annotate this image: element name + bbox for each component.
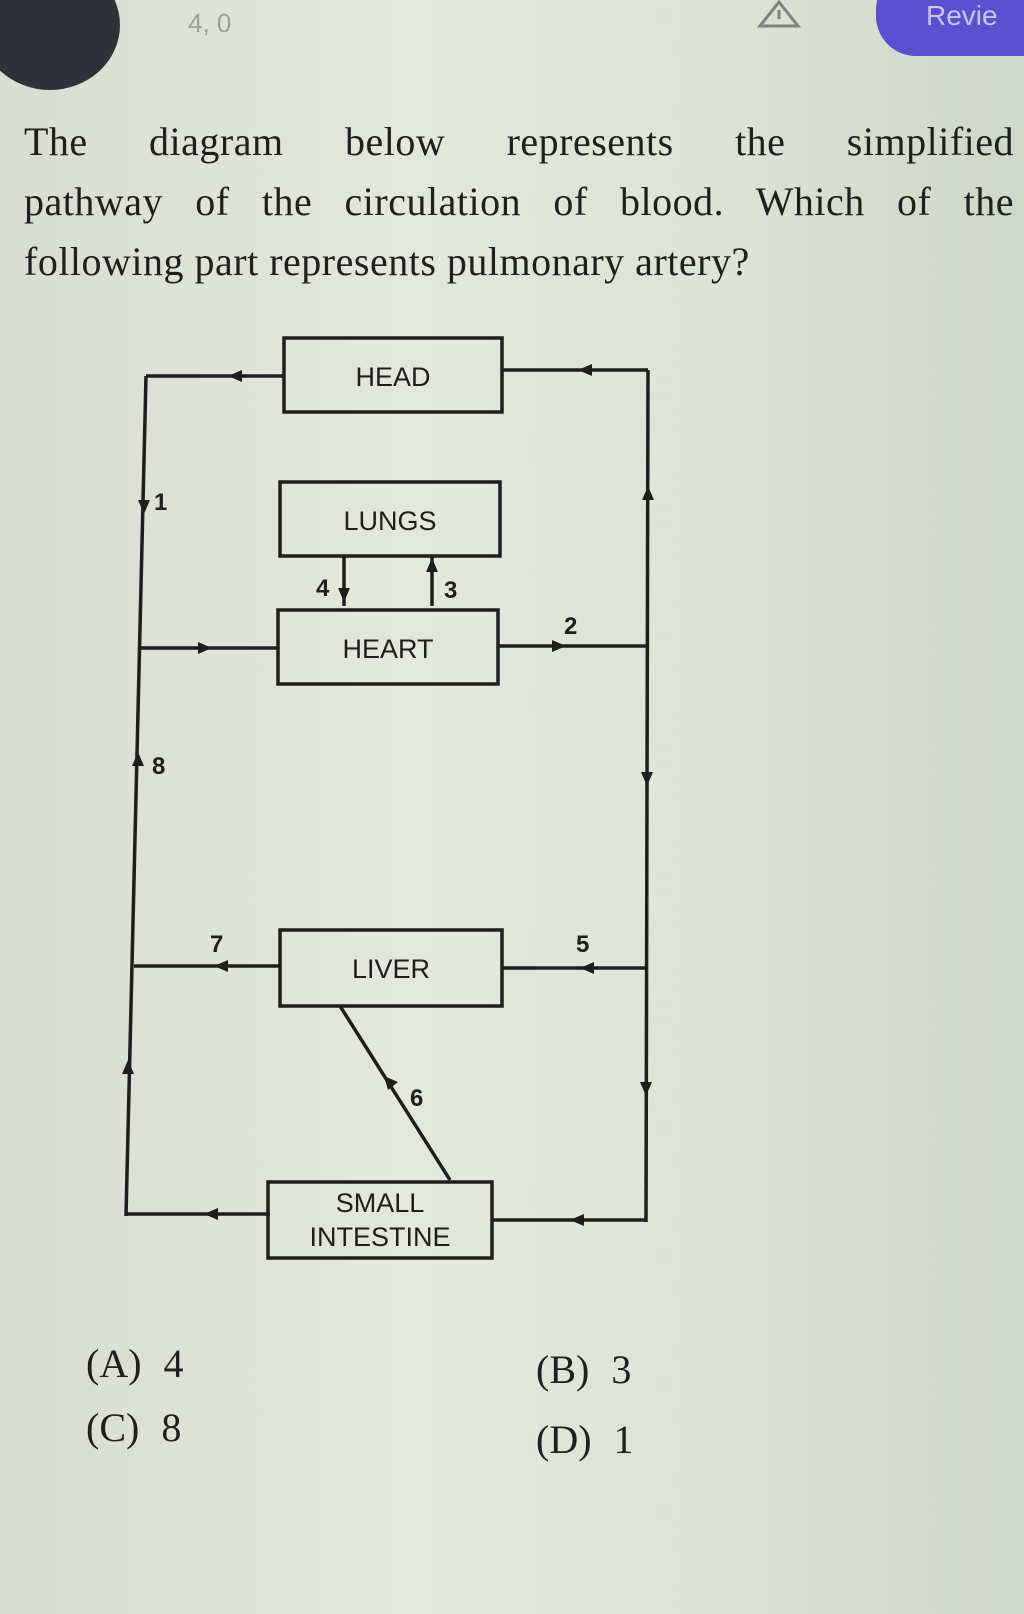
arrow-vessel-7 (214, 960, 228, 972)
option-b-value: 3 (611, 1347, 632, 1392)
heart-label: HEART (342, 634, 433, 664)
left-vessel-line (124, 375, 148, 1217)
arrow-vessel-5 (580, 962, 594, 974)
vessel-6-line (338, 1005, 452, 1181)
vessel-label-8: 8 (152, 753, 165, 780)
timer-text: 4, 0 (188, 8, 232, 38)
arrow-left-lower-up (122, 1060, 134, 1074)
arrow-vessel-3 (426, 558, 438, 572)
option-c-letter: (C) (86, 1405, 140, 1450)
small-intestine-label-2: INTESTINE (309, 1222, 450, 1252)
option-a[interactable]: (A) 4 (86, 1340, 184, 1387)
question-number: 1 (14, 0, 30, 6)
warning-triangle-icon[interactable] (756, 0, 802, 28)
option-c-value: 8 (161, 1405, 182, 1450)
small-intestine-box (266, 1180, 494, 1260)
option-d-letter: (D) (536, 1417, 592, 1462)
option-a-value: 4 (163, 1341, 184, 1386)
option-b-letter: (B) (536, 1347, 590, 1392)
arrow-vessel-2 (552, 640, 566, 652)
arrow-vessel-6 (384, 1076, 398, 1090)
option-d[interactable]: (D) 1 (536, 1416, 634, 1463)
vessel-label-6: 6 (410, 1085, 423, 1112)
arrow-right-down (641, 772, 653, 786)
lungs-box (278, 480, 502, 558)
option-c[interactable]: (C) 8 (86, 1404, 181, 1451)
arrow-head-left (228, 370, 242, 382)
question-line-2: pathway of the circulation of blood. Whi… (24, 179, 1014, 224)
arrow-vessel-1 (138, 500, 150, 514)
option-b[interactable]: (B) 3 (536, 1346, 631, 1393)
option-a-letter: (A) (86, 1341, 142, 1386)
vessel-label-3: 3 (444, 577, 457, 604)
option-d-value: 1 (613, 1417, 634, 1462)
lungs-label: LUNGS (343, 506, 436, 536)
vessel-label-7: 7 (210, 931, 223, 958)
arrow-vessel-4 (338, 588, 350, 602)
question-line-1: The diagram below represents the simplif… (24, 119, 1014, 164)
question-line-3: following part represents pulmonary arte… (24, 239, 750, 284)
liver-box (278, 928, 504, 1008)
heart-box (276, 608, 500, 686)
arrow-intestine-right (570, 1214, 584, 1226)
arrow-head-right (578, 364, 592, 376)
head-box (282, 336, 504, 414)
vessel-label-1: 1 (154, 489, 167, 516)
arrow-vessel-8 (132, 752, 144, 766)
liver-label: LIVER (352, 954, 430, 984)
arrow-intestine-left (204, 1208, 218, 1220)
arrow-right-lower-down (640, 1082, 652, 1096)
vessel-label-4: 4 (316, 575, 330, 602)
small-intestine-label-1: SMALL (336, 1188, 425, 1218)
head-label: HEAD (355, 362, 430, 392)
arrow-right-up (642, 486, 654, 500)
review-label: Revie (926, 0, 998, 31)
arrow-heart-left (198, 642, 212, 654)
vessel-label-2: 2 (564, 613, 577, 640)
right-vessel-line (644, 369, 650, 1223)
review-button[interactable]: Revie (876, 0, 1024, 56)
question-text: The diagram below represents the simplif… (24, 112, 1024, 292)
vessel-label-5: 5 (576, 931, 589, 958)
